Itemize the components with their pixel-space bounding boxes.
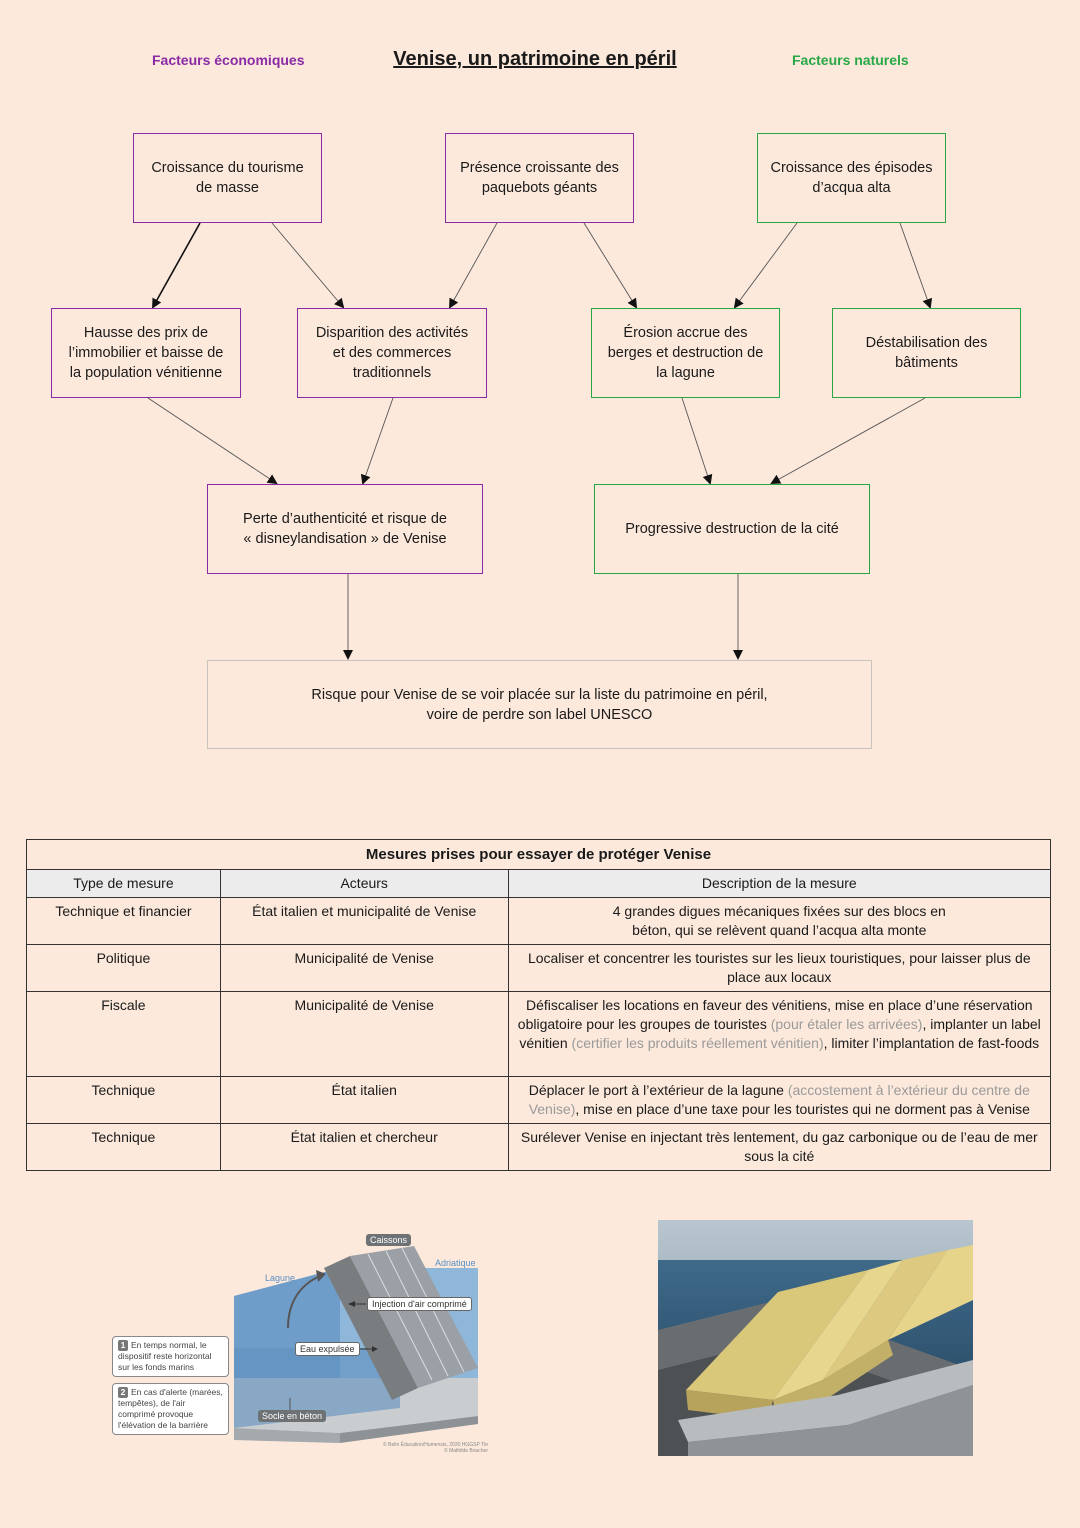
figure-credit: © Belin Éducation/Humensis, 2020 HGGSP T… (383, 1442, 488, 1454)
cell-type: Technique (26, 1123, 221, 1171)
table-header-row: Type de mesure Acteurs Description de la… (26, 869, 1052, 898)
box-city-destruction: Progressive destruction de la cité (594, 484, 870, 574)
mose-schematic: Caissons Adriatique Lagune Injection d'a… (110, 1228, 510, 1463)
arrow-tourism-prices (152, 222, 201, 309)
cell-description: Défiscaliser les locations en faveur des… (507, 991, 1052, 1077)
label-caissons: Caissons (366, 1234, 412, 1246)
arrow-cruise-disappear (449, 222, 498, 309)
col-header-actors: Acteurs (219, 869, 509, 898)
cell-actors: État italien (219, 1076, 509, 1124)
cell-actors: Municipalité de Venise (219, 944, 509, 992)
col-header-description: Description de la mesure (507, 869, 1052, 898)
cell-actors: Municipalité de Venise (219, 991, 509, 1077)
box-authenticity-loss: Perte d’authenticité et risque de« disne… (207, 484, 483, 574)
box-unesco-risk: Risque pour Venise de se voir placée sur… (207, 660, 872, 749)
cell-type: Technique (26, 1076, 221, 1124)
cell-description: Surélever Venise en injectant très lente… (507, 1123, 1052, 1171)
arrow-acqua-erosion (733, 222, 798, 309)
cell-type: Fiscale (26, 991, 221, 1077)
cell-type: Technique et financier (26, 897, 221, 945)
label-adriatique: Adriatique (435, 1258, 476, 1268)
table-row: Fiscale Municipalité de Venise Défiscali… (26, 991, 1052, 1077)
natural-factors-label: Facteurs naturels (792, 52, 909, 68)
measures-table: Mesures prises pour essayer de protéger … (26, 839, 1052, 1171)
label-expelled-water: Eau expulsée (295, 1342, 360, 1356)
table-row: Technique et financier État italien et m… (26, 897, 1052, 945)
label-air-injection: Injection d'air comprimé (367, 1297, 472, 1311)
arrow-acqua-destab (899, 222, 933, 309)
arrow-erosion-destruction (681, 397, 713, 485)
arrow-cruise-erosion (583, 222, 638, 309)
arrow-prices-authenticity (147, 397, 278, 485)
label-concrete-base: Socle en béton (258, 1410, 327, 1422)
cell-actors: État italien et municipalité de Venise (219, 897, 509, 945)
flowchart-connectors (147, 222, 933, 660)
cell-type: Politique (26, 944, 221, 992)
cell-description: Déplacer le port à l’extérieur de la lag… (507, 1076, 1052, 1124)
arrow-destab-destruction (770, 397, 926, 484)
table-row: Technique État italien Déplacer le port … (26, 1076, 1052, 1124)
cell-description: Localiser et concentrer les touristes su… (507, 944, 1052, 992)
table-row: Technique État italien et chercheur Suré… (26, 1123, 1052, 1171)
table-caption: Mesures prises pour essayer de protéger … (26, 839, 1051, 870)
page-title: Venise, un patrimoine en péril (393, 48, 677, 70)
mose-barrier-render (658, 1220, 973, 1456)
arrow-tourism-disappear (271, 222, 345, 309)
col-header-type: Type de mesure (26, 869, 221, 898)
label-lagune: Lagune (265, 1273, 296, 1283)
arrow-disappear-authenticity (360, 397, 394, 485)
cell-actors: État italien et chercheur (219, 1123, 509, 1171)
cell-description: 4 grandes digues mécaniques fixées sur d… (507, 897, 1052, 945)
economic-factors-label: Facteurs économiques (152, 52, 305, 68)
barrier-render-drawing (658, 1220, 973, 1456)
table-row: Politique Municipalité de Venise Localis… (26, 944, 1052, 992)
